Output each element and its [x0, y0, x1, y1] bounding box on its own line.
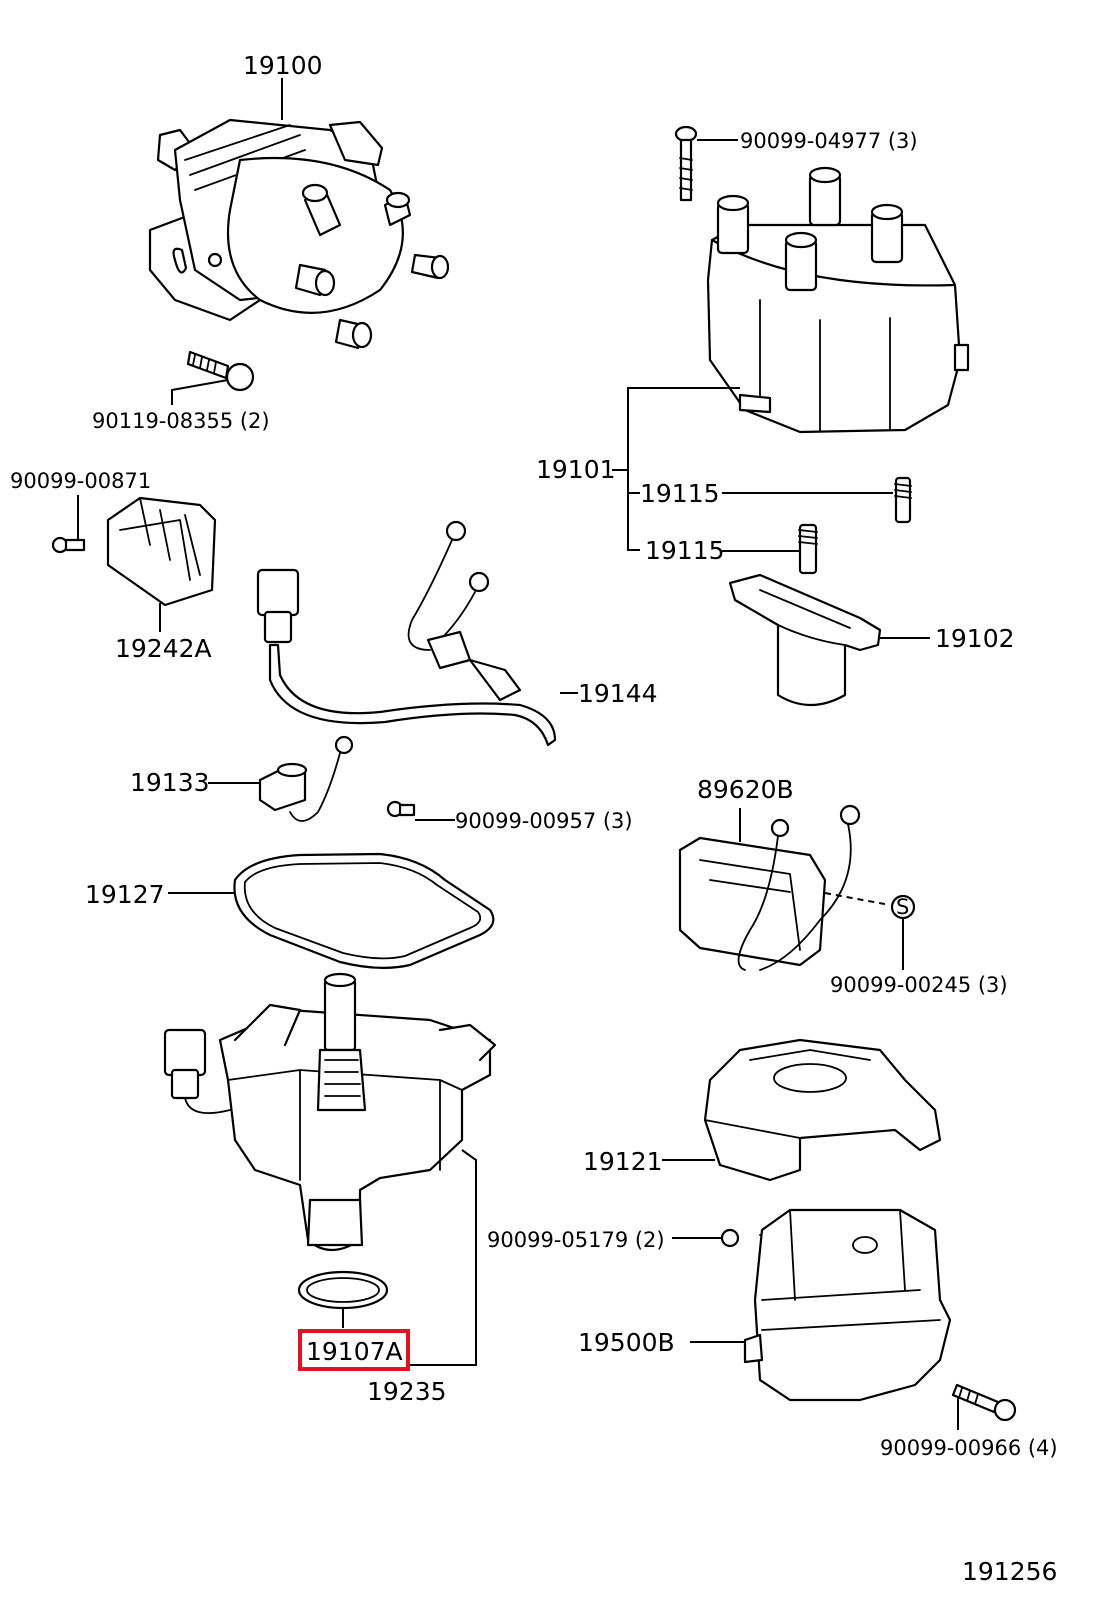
rotor-19102-drawing[interactable] — [728, 573, 930, 706]
highlight-box-19107A — [298, 1329, 410, 1371]
ignition-coil-19500B-drawing[interactable] — [690, 1208, 952, 1402]
screw-90099-00957-drawing[interactable] — [386, 800, 455, 821]
label-90099-00957: 90099-00957 (3) — [455, 809, 633, 833]
wire-harness-19144-drawing[interactable] — [256, 520, 578, 747]
label-19133: 19133 — [130, 768, 210, 797]
label-19100: 19100 — [243, 51, 323, 80]
gasket-19127-drawing[interactable] — [168, 852, 495, 969]
connector-19133-drawing[interactable] — [208, 735, 354, 822]
spring-19115-upper-drawing[interactable] — [894, 476, 912, 524]
label-90099-00245: 90099-00245 (3) — [830, 973, 1008, 997]
label-89620B: 89620B — [697, 775, 794, 804]
distributor-assembly-drawing[interactable] — [148, 78, 450, 350]
igniter-89620B-drawing[interactable] — [678, 804, 861, 971]
figure-number: 191256 — [962, 1557, 1057, 1586]
label-19242A: 19242A — [115, 634, 212, 663]
cover-19121-drawing[interactable] — [662, 1038, 942, 1182]
housing-19235-drawing[interactable] — [163, 972, 497, 1366]
label-19102: 19102 — [935, 624, 1015, 653]
label-90099-05179: 90099-05179 (2) — [487, 1228, 665, 1252]
washer-mark: S — [896, 895, 909, 919]
label-90099-00966: 90099-00966 (4) — [880, 1436, 1058, 1460]
label-90099-04977: 90099-04977 (3) — [740, 129, 918, 153]
bolt-90119-08355-drawing[interactable] — [171, 350, 255, 405]
label-19144: 19144 — [578, 679, 658, 708]
screw-90099-04977-drawing[interactable] — [674, 125, 738, 202]
washer-90099-00245-drawing[interactable]: S — [824, 892, 916, 970]
cap-callout-bracket — [612, 387, 893, 552]
label-19107A[interactable]: 19107A — [306, 1337, 403, 1366]
label-90119-08355: 90119-08355 (2) — [92, 409, 270, 433]
cover-19242A-drawing[interactable] — [106, 496, 217, 632]
label-90099-00871: 90099-00871 — [10, 469, 151, 493]
label-19500B: 19500B — [578, 1328, 675, 1357]
label-19115-upper: 19115 — [640, 479, 720, 508]
label-19121: 19121 — [583, 1147, 663, 1176]
label-19127: 19127 — [85, 880, 165, 909]
screw-90099-00871-drawing[interactable] — [51, 495, 86, 554]
spring-19115-lower-drawing[interactable] — [798, 523, 818, 575]
label-19235: 19235 — [367, 1377, 447, 1406]
o-ring-19107A-drawing[interactable] — [297, 1270, 389, 1328]
bolt-90099-00966-drawing[interactable] — [951, 1383, 1017, 1430]
label-19101: 19101 — [536, 455, 616, 484]
label-19115-lower: 19115 — [645, 536, 725, 565]
distributor-cap-drawing[interactable] — [706, 166, 970, 434]
